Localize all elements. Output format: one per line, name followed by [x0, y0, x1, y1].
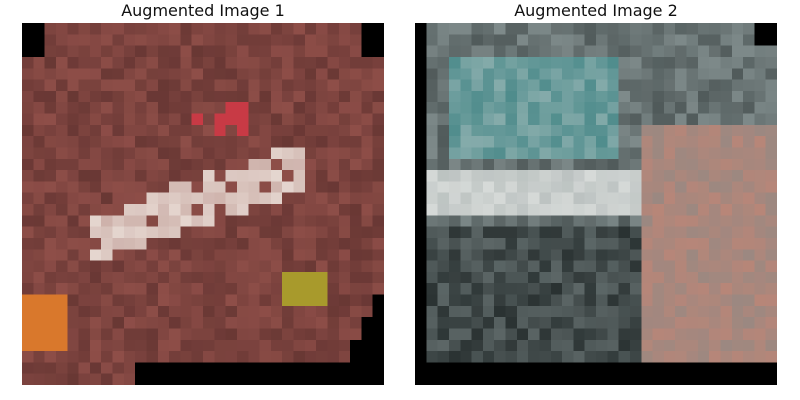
panel-title-1: Augmented Image 1 — [121, 1, 285, 20]
panel-title-2: Augmented Image 2 — [514, 1, 678, 20]
image-frame-1 — [22, 23, 384, 385]
image-frame-2 — [415, 23, 777, 385]
augmented-image-1 — [22, 23, 384, 385]
augmented-image-panel-2: Augmented Image 2 — [415, 0, 777, 400]
augmented-image-2 — [415, 23, 777, 385]
augmented-image-panel-1: Augmented Image 1 — [22, 0, 384, 400]
